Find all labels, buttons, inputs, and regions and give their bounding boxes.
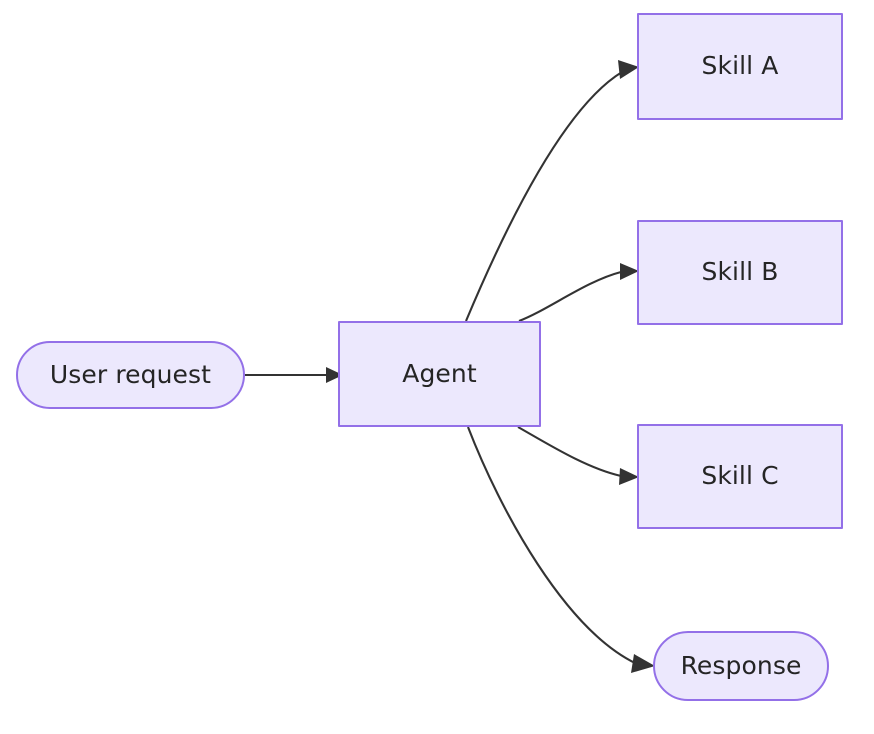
edge-agent-to-skill-b [518, 263, 639, 322]
arrowhead-icon [619, 468, 639, 485]
node-response[interactable]: Response [653, 631, 829, 701]
edge-agent-to-skill-a [465, 60, 639, 322]
node-label: Agent [402, 358, 477, 388]
node-label: User request [49, 359, 212, 389]
edge-agent-to-response [467, 426, 655, 673]
edge-user-request-to-agent [245, 367, 343, 383]
node-user-request[interactable]: User request [16, 341, 245, 409]
arrowhead-icon [618, 60, 639, 79]
node-agent[interactable]: Agent [338, 321, 541, 427]
node-label: Skill A [701, 51, 779, 80]
arrowhead-icon [326, 367, 343, 383]
arrowhead-icon [631, 654, 655, 673]
node-skill-b[interactable]: Skill B [637, 220, 843, 325]
edge-line [467, 426, 638, 665]
edge-agent-to-skill-c [517, 426, 639, 485]
node-label: Skill B [701, 257, 779, 286]
edge-line [518, 270, 622, 322]
arrowhead-icon [620, 263, 639, 280]
node-label: Response [680, 650, 802, 680]
edge-line [517, 426, 622, 478]
node-skill-a[interactable]: Skill A [637, 13, 843, 120]
node-skill-c[interactable]: Skill C [637, 424, 843, 529]
node-label: Skill C [701, 461, 779, 490]
edge-line [465, 71, 623, 322]
